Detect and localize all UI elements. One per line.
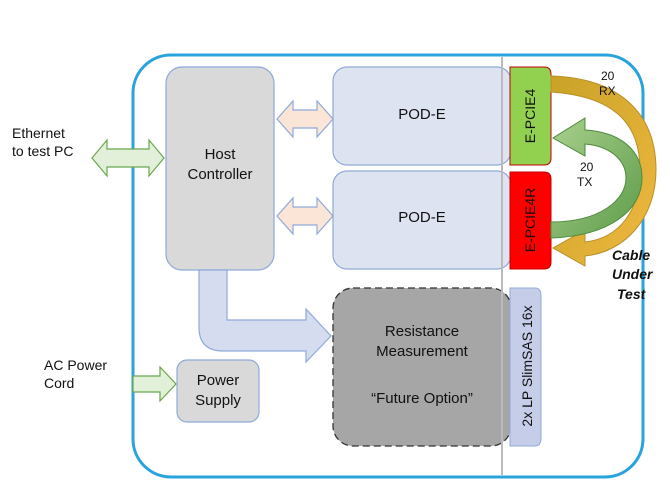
power-supply-block [176, 359, 260, 423]
tx-label: TX [577, 175, 593, 189]
e-pcie4-connector [509, 66, 552, 166]
power-supply-label-line1: Power [196, 372, 240, 389]
rx-cable-loop [550, 75, 657, 267]
ac-power-arrow [132, 365, 177, 403]
power-supply-label: Power Supply [177, 370, 259, 412]
rx-label: RX [599, 84, 616, 98]
host-controller-label: Host Controller [166, 140, 274, 190]
pod-e-bottom-label: POD-E [398, 209, 446, 226]
e-pcie4r-connector [509, 171, 552, 270]
enclosure-boundary [131, 53, 645, 479]
cable-under-test-line1: Cable [612, 247, 651, 263]
resistance-measurement-label: Resistance Measurement [333, 322, 511, 362]
host-resistance-arrow [198, 269, 332, 364]
ac-power-label-line1: AC Power [44, 357, 108, 373]
rx-count-label: 20 [601, 69, 615, 83]
resistance-label-line2: Measurement [376, 343, 468, 360]
ac-power-label-line2: Cord [44, 375, 75, 391]
resistance-label-line1: Resistance [384, 323, 460, 340]
slimsas-connector [509, 287, 542, 447]
ethernet-double-arrow [91, 138, 165, 178]
future-option-label: “Future Option” [371, 390, 473, 407]
tx-count-label: 20 [580, 160, 594, 174]
cable-under-test-line3: Test [617, 286, 646, 302]
tx-cable-loop [550, 117, 643, 239]
cable-under-test-line2: Under [612, 266, 653, 282]
host-controller-label-line2: Controller [187, 166, 253, 183]
host-pod-bottom-arrow [276, 196, 334, 236]
e-pcie4-label: E-PCIE4 [522, 88, 538, 144]
host-controller-label-line1: Host [204, 146, 236, 163]
pod-e-top-label: POD-E [398, 106, 446, 123]
power-supply-label-line2: Supply [195, 392, 241, 409]
ethernet-label-line1: Ethernet [12, 125, 65, 141]
e-pcie4r-label: E-PCIE4R [522, 187, 538, 253]
slimsas-label: 2x LP SlimSAS 16x [519, 305, 535, 427]
host-pod-top-arrow [276, 99, 334, 139]
ethernet-label-line2: to test PC [12, 143, 74, 159]
resistance-measurement-block [332, 287, 512, 447]
